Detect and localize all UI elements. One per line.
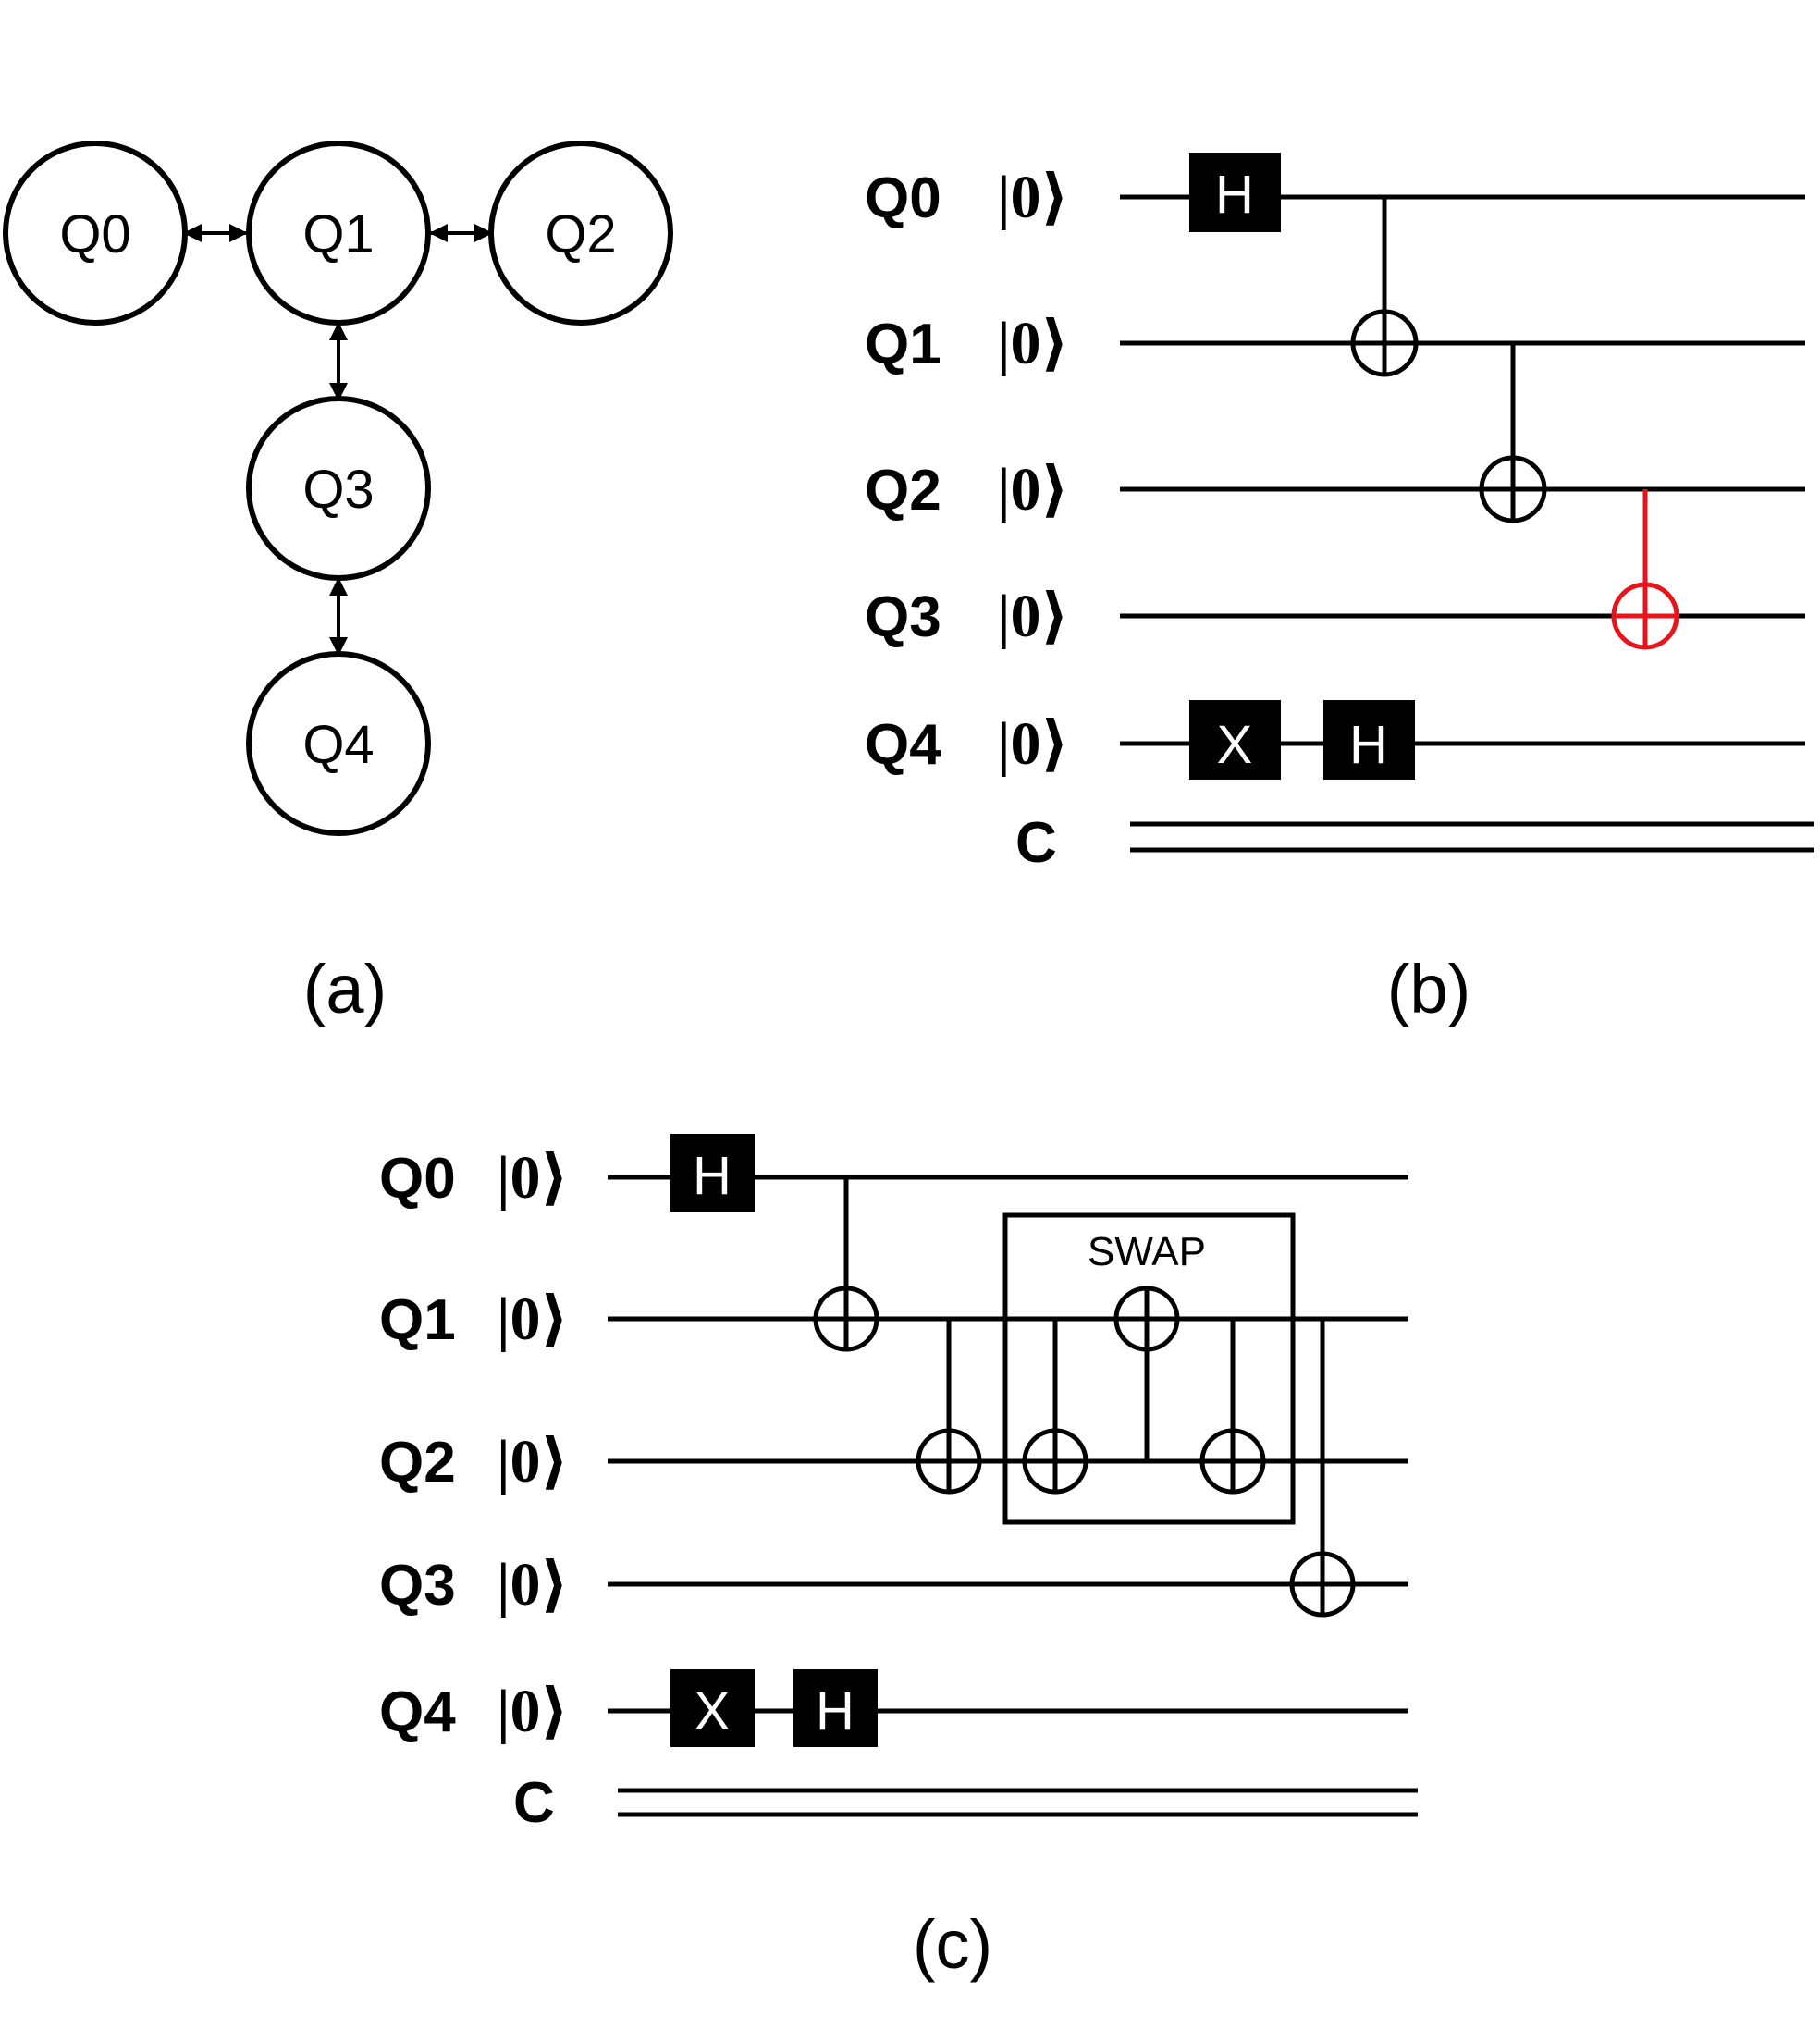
node-q4: [246, 651, 431, 836]
swap-box: [1002, 1212, 1296, 1525]
qubit-label-q2: Q2: [865, 459, 941, 523]
node-q1: [246, 141, 431, 326]
ket-q2: |0⟩: [997, 456, 1069, 523]
swap-cnot-1-target: [1022, 1428, 1088, 1495]
ket-q1: |0⟩: [997, 310, 1069, 377]
node-label-q3: Q3: [302, 460, 374, 520]
ket-q4: |0⟩: [997, 710, 1069, 778]
panel-label-a: (a): [303, 951, 387, 1027]
cnot-target-q3: [1289, 1551, 1356, 1618]
cnot-target-q2: [916, 1428, 982, 1495]
coupling-map: Q0 Q1 Q2 Q3 Q4 (a): [3, 141, 673, 1027]
panel-label-c: (c): [913, 1906, 992, 1983]
cnot-target-q2: [1479, 455, 1547, 523]
node-label-q2: Q2: [545, 204, 616, 265]
gate-h-q0-label: H: [693, 1146, 732, 1206]
ket-q0: |0⟩: [497, 1144, 569, 1212]
classical-label: C: [513, 1771, 555, 1835]
classical-label: C: [1015, 811, 1057, 875]
gate-x-q4-label: X: [695, 1681, 731, 1741]
qubit-label-q3: Q3: [865, 585, 941, 649]
gate-h-q4-label: H: [1349, 715, 1388, 775]
gate-x-q4: [1189, 700, 1281, 780]
ket-q3: |0⟩: [997, 583, 1069, 650]
gate-h-q4-label: H: [816, 1681, 855, 1741]
ket-q2: |0⟩: [497, 1428, 569, 1495]
gate-h-q0: [1189, 153, 1281, 232]
gate-h-q4: [793, 1669, 878, 1747]
cnot-target-q1: [813, 1286, 879, 1352]
qubit-label-q1: Q1: [379, 1288, 456, 1352]
qubit-label-q0: Q0: [379, 1147, 456, 1211]
gate-h-q4: [1323, 700, 1415, 780]
qubit-label-q4: Q4: [865, 713, 941, 777]
qubit-label-q4: Q4: [379, 1680, 456, 1744]
node-q0: [3, 141, 188, 326]
cnot-target-q3-highlight: [1611, 582, 1679, 650]
node-q2: [488, 141, 673, 326]
qubit-label-q0: Q0: [865, 166, 941, 230]
ket-q4: |0⟩: [497, 1678, 569, 1745]
panel-label-b: (b): [1387, 951, 1470, 1027]
node-label-q0: Q0: [59, 204, 130, 265]
ket-q3: |0⟩: [497, 1551, 569, 1618]
qubit-label-q1: Q1: [865, 313, 941, 376]
ket-q0: |0⟩: [997, 164, 1069, 231]
gate-h-q0-label: H: [1215, 165, 1254, 225]
gate-x-q4: [670, 1669, 755, 1747]
gate-x-q4-label: X: [1217, 715, 1253, 775]
node-label-q1: Q1: [302, 204, 374, 265]
ket-q1: |0⟩: [497, 1286, 569, 1353]
circuit-c: Q0 |0⟩ Q1 |0⟩ Q2 |0⟩ Q3 |0⟩ Q4 |0⟩ C H: [379, 1134, 1418, 1983]
qubit-label-q3: Q3: [379, 1554, 456, 1618]
swap-cnot-2-target: [1113, 1286, 1180, 1352]
circuit-b: Q0 |0⟩ Q1 |0⟩ Q2 |0⟩ Q3 |0⟩ Q4 |0⟩ C H: [865, 153, 1814, 1027]
swap-label: SWAP: [1088, 1229, 1206, 1274]
node-label-q4: Q4: [302, 715, 374, 775]
gate-h-q0: [670, 1134, 755, 1212]
swap-cnot-3-target: [1199, 1428, 1266, 1495]
qubit-label-q2: Q2: [379, 1431, 456, 1495]
cnot-target-q1: [1350, 309, 1419, 377]
node-q3: [246, 396, 431, 581]
